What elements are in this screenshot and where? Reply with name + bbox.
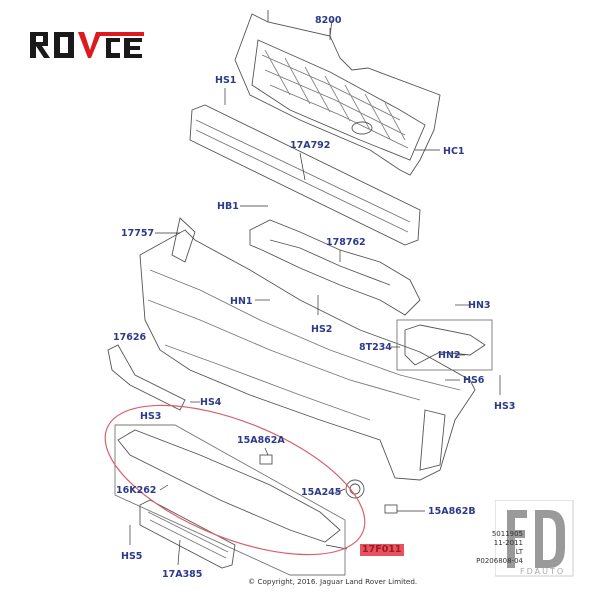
bumper-cover-part — [139, 217, 476, 481]
callout-hs2[interactable]: HS2 — [311, 324, 333, 335]
callout-8200[interactable]: 8200 — [315, 15, 342, 26]
callout-hb1[interactable]: HB1 — [217, 201, 239, 212]
meta-line: P0206808-04 — [476, 557, 523, 565]
callout-hn1[interactable]: HN1 — [230, 296, 253, 307]
callout-hs5[interactable]: HS5 — [121, 551, 143, 562]
callout-17757[interactable]: 17757 — [121, 228, 155, 239]
callout-17626[interactable]: 17626 — [113, 332, 147, 343]
bumper-beam-part — [189, 104, 421, 246]
lower-spoiler-part — [117, 429, 341, 543]
callout-hs1[interactable]: HS1 — [215, 75, 237, 86]
drawing-meta: 5011905 11-2011 LT P0206808-04 — [455, 530, 523, 566]
callout-17a385[interactable]: 17A385 — [162, 569, 203, 580]
callout-15a245[interactable]: 15A245 — [301, 487, 342, 498]
callout-hs6[interactable]: HS6 — [463, 375, 485, 386]
meta-line: 5011905 — [491, 530, 523, 538]
callout-hs3-right[interactable]: HS3 — [494, 401, 516, 412]
callout-17f011-highlighted[interactable]: 17F011 — [360, 544, 404, 556]
meta-line: LT — [515, 548, 523, 556]
callout-17a792[interactable]: 17A792 — [290, 140, 331, 151]
copyright-notice: © Copyright, 2016. Jaguar Land Rover Lim… — [248, 577, 418, 586]
callout-hs4[interactable]: HS4 — [200, 397, 222, 408]
plate-bracket-part — [139, 499, 236, 569]
highlight-ellipse — [104, 404, 366, 556]
callout-hn3[interactable]: HN3 — [468, 300, 491, 311]
watermark-text: FDAUTO — [520, 567, 566, 576]
callout-hc1[interactable]: HC1 — [443, 146, 465, 157]
callout-178762[interactable]: 178762 — [326, 237, 366, 248]
grille-part — [234, 10, 441, 176]
callout-8t234[interactable]: 8T234 — [359, 342, 392, 353]
fdauto-watermark — [495, 500, 574, 577]
callout-16k262[interactable]: 16K262 — [116, 485, 157, 496]
bracket-box — [396, 319, 493, 371]
tow-eye-cover-part — [345, 479, 365, 499]
lower-trim-part — [107, 344, 186, 411]
meta-line: 11-2011 — [493, 539, 523, 547]
callout-15a862b[interactable]: 15A862B — [428, 506, 476, 517]
callout-hs3-left[interactable]: HS3 — [140, 411, 162, 422]
bumper-support-part — [249, 219, 421, 316]
rovce-logo — [30, 32, 144, 58]
callout-15a862a[interactable]: 15A862A — [237, 435, 285, 446]
callout-hn2[interactable]: HN2 — [438, 350, 461, 361]
